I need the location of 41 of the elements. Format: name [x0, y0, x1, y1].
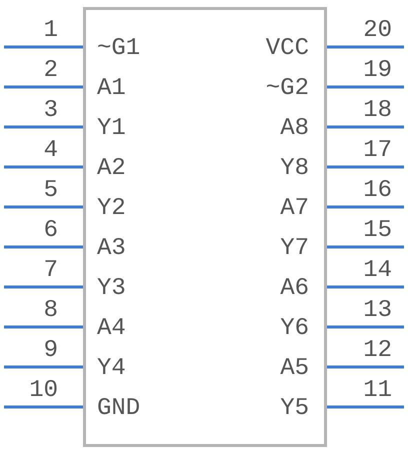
chip-body: [83, 7, 327, 447]
pin-name: GND: [97, 397, 140, 421]
pin-number: 17: [363, 139, 392, 163]
pin-number: 8: [44, 299, 58, 323]
pin-name: Y2: [97, 197, 126, 221]
pin-name: A1: [97, 77, 126, 101]
pin-number: 12: [363, 339, 392, 363]
pin-name: A2: [97, 157, 126, 181]
pin-name: A7: [280, 197, 309, 221]
pin-name: Y7: [280, 237, 309, 261]
pin-name: A8: [280, 117, 309, 141]
pin-name: Y4: [97, 357, 126, 381]
pin-number: 9: [44, 339, 58, 363]
pin-number: 20: [363, 19, 392, 43]
pin-name: A3: [97, 237, 126, 261]
pin-name: Y1: [97, 117, 126, 141]
pin-number: 13: [363, 299, 392, 323]
pin-number: 10: [29, 379, 58, 403]
pin-name: Y3: [97, 277, 126, 301]
pin-number: 2: [44, 59, 58, 83]
pin-number: 4: [44, 139, 58, 163]
pin-name: ~G1: [97, 37, 140, 61]
pin-number: 16: [363, 179, 392, 203]
pin-name: A6: [280, 277, 309, 301]
pin-number: 6: [44, 219, 58, 243]
pin-number: 5: [44, 179, 58, 203]
pin-number: 18: [363, 99, 392, 123]
pin-name: ~G2: [266, 77, 309, 101]
pin-number: 3: [44, 99, 58, 123]
pin-name: A5: [280, 357, 309, 381]
pin-name: Y8: [280, 157, 309, 181]
pin-number: 19: [363, 59, 392, 83]
pin-name: VCC: [266, 37, 309, 61]
pin-name: A4: [97, 317, 126, 341]
pin-number: 1: [44, 19, 58, 43]
pin-number: 15: [363, 219, 392, 243]
pin-number: 7: [44, 259, 58, 283]
pin-number: 11: [363, 379, 392, 403]
pin-name: Y5: [280, 397, 309, 421]
pin-number: 14: [363, 259, 392, 283]
pin-name: Y6: [280, 317, 309, 341]
